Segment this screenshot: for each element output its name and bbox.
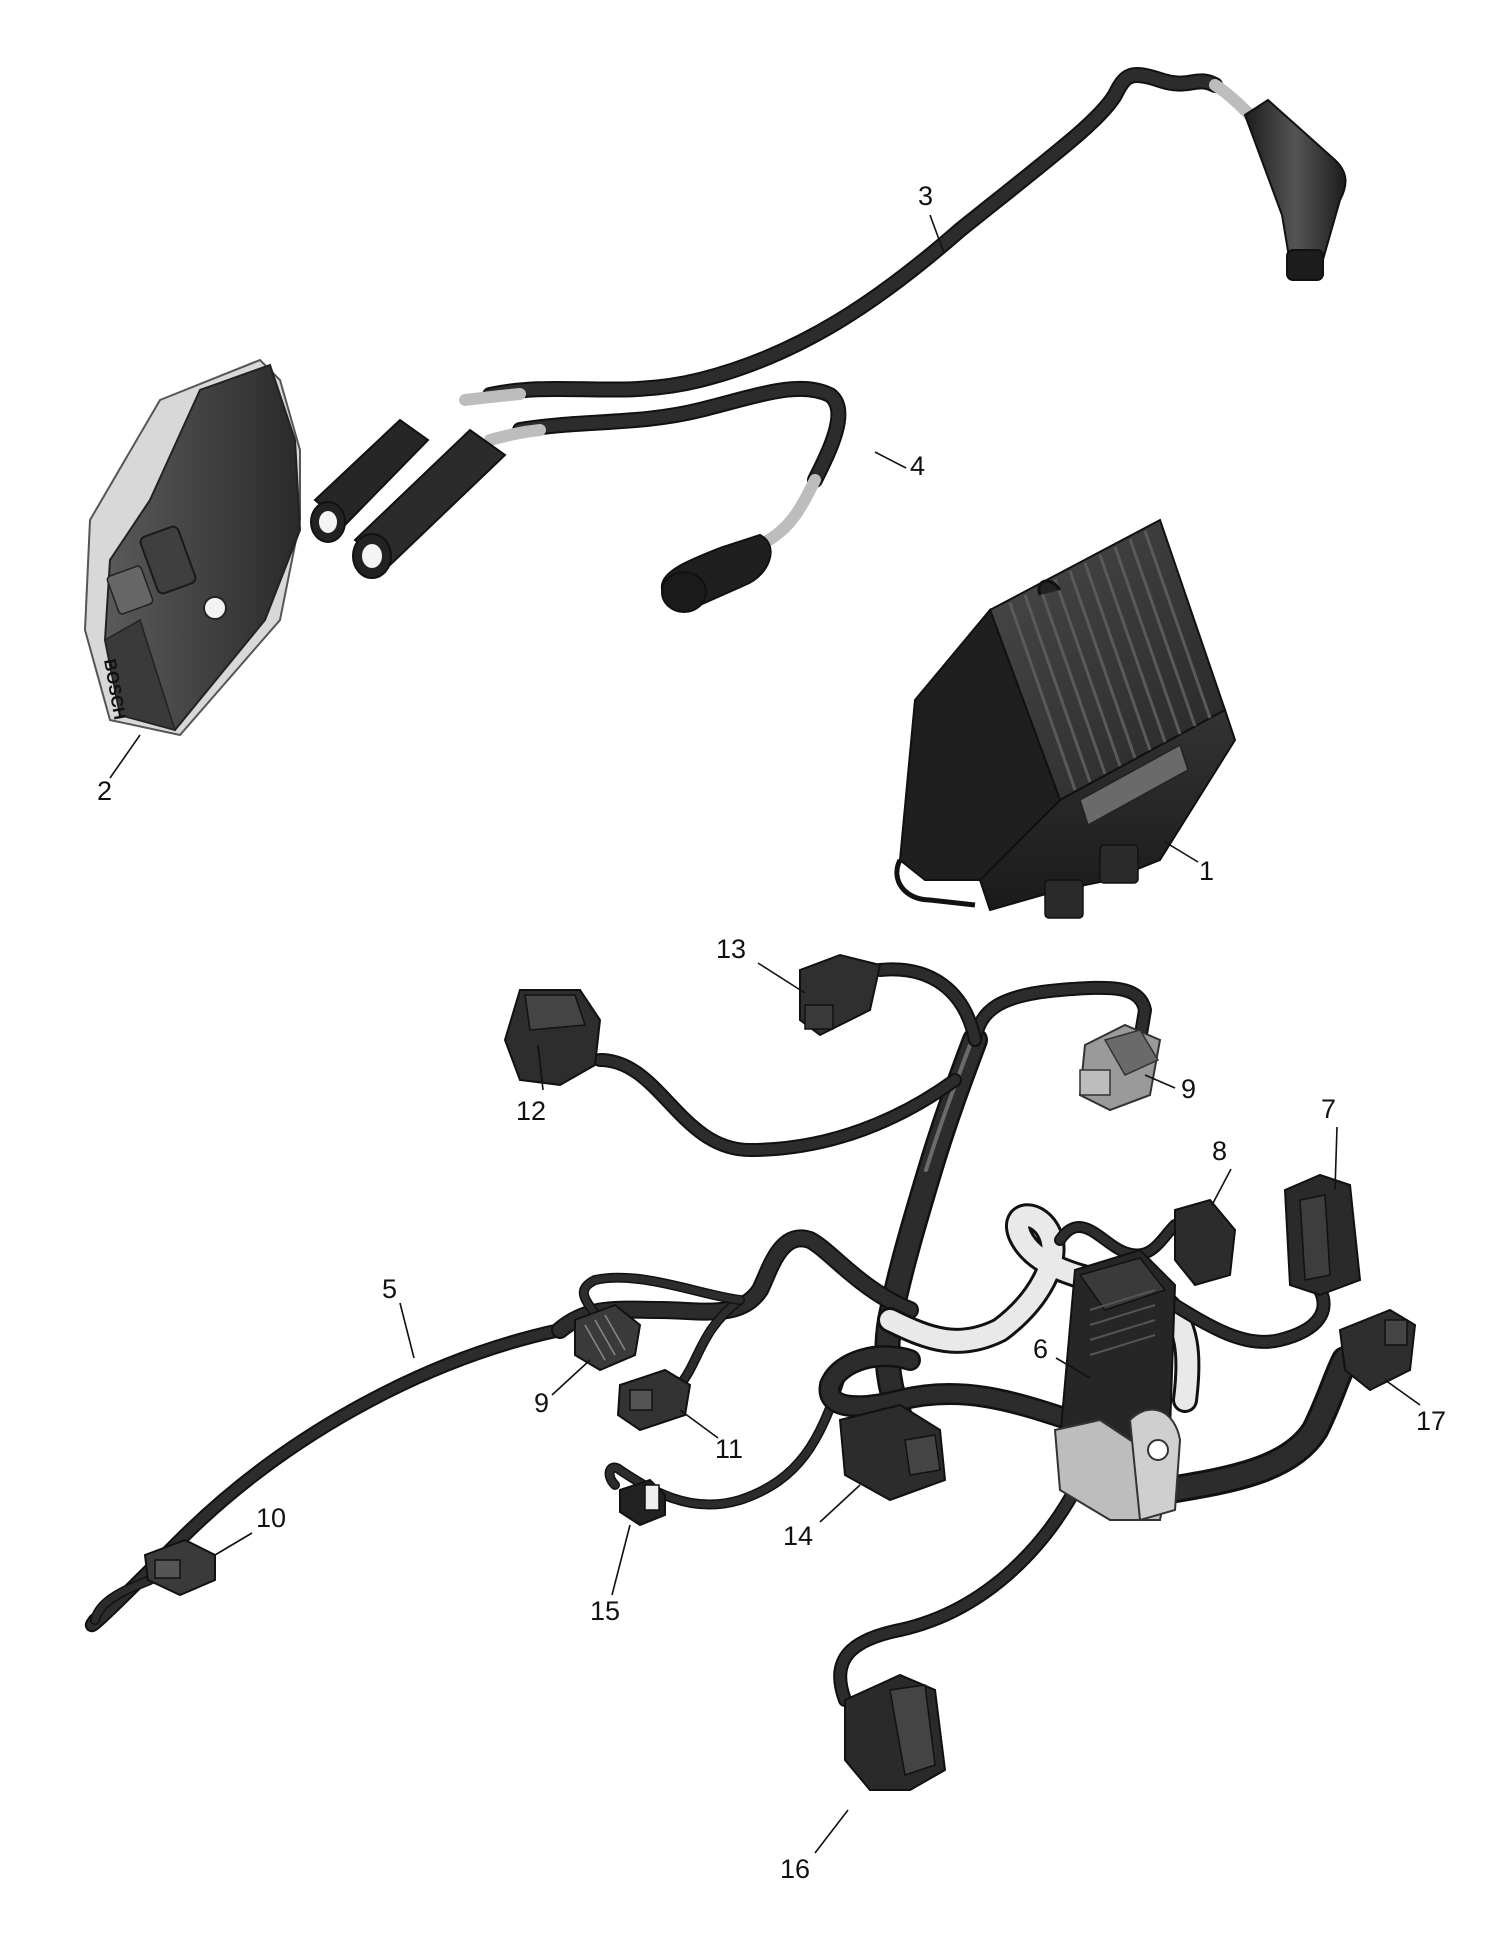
connector-9-upper <box>1078 1023 1162 1112</box>
connector-13 <box>799 953 882 1037</box>
callout-leaders <box>109 214 1421 1854</box>
ecu-cooling-fins <box>1008 530 1212 791</box>
ecu-module <box>894 518 1237 919</box>
ignition-coil: BOSCH <box>83 358 507 737</box>
connector-16 <box>844 1673 947 1791</box>
coil-terminal-tower <box>310 418 507 579</box>
connector-9-lower <box>574 1303 642 1372</box>
connector-17 <box>1338 1308 1417 1392</box>
callout-2: 2 <box>97 776 112 806</box>
callout-12: 12 <box>516 1096 546 1126</box>
connector-7 <box>1283 1173 1362 1297</box>
main-wiring-harness <box>84 962 1359 1707</box>
callout-16: 16 <box>780 1854 810 1884</box>
connector-11 <box>616 1368 692 1432</box>
callout-11: 11 <box>715 1434 743 1464</box>
callout-labels: 1 2 3 4 5 6 7 8 9 9 10 11 12 13 14 15 16… <box>97 181 1446 1884</box>
callout-10: 10 <box>256 1503 286 1533</box>
connector-8 <box>1174 1198 1237 1287</box>
connector-10 <box>143 1538 216 1597</box>
callout-15: 15 <box>590 1596 620 1626</box>
connector-14 <box>838 1403 947 1502</box>
callout-4: 4 <box>910 451 925 481</box>
callout-17: 17 <box>1416 1406 1446 1436</box>
callout-5: 5 <box>382 1274 397 1304</box>
callout-3: 3 <box>918 181 933 211</box>
callout-13: 13 <box>716 934 746 964</box>
connector-6-ecu <box>1053 1248 1182 1522</box>
callout-6: 6 <box>1033 1334 1048 1364</box>
connector-15 <box>619 1478 666 1527</box>
spark-plug-lead-3 <box>459 67 1347 406</box>
callout-1: 1 <box>1199 856 1214 886</box>
spark-plug-cap <box>660 533 772 613</box>
callout-7: 7 <box>1321 1094 1336 1124</box>
callout-14: 14 <box>783 1521 813 1551</box>
spark-plug-boot <box>1243 98 1347 281</box>
callout-9-lower: 9 <box>534 1388 549 1418</box>
callout-9-upper: 9 <box>1181 1074 1196 1104</box>
spark-plug-lead-4 <box>484 380 847 613</box>
connector-12 <box>503 989 602 1087</box>
callout-8: 8 <box>1212 1136 1227 1166</box>
